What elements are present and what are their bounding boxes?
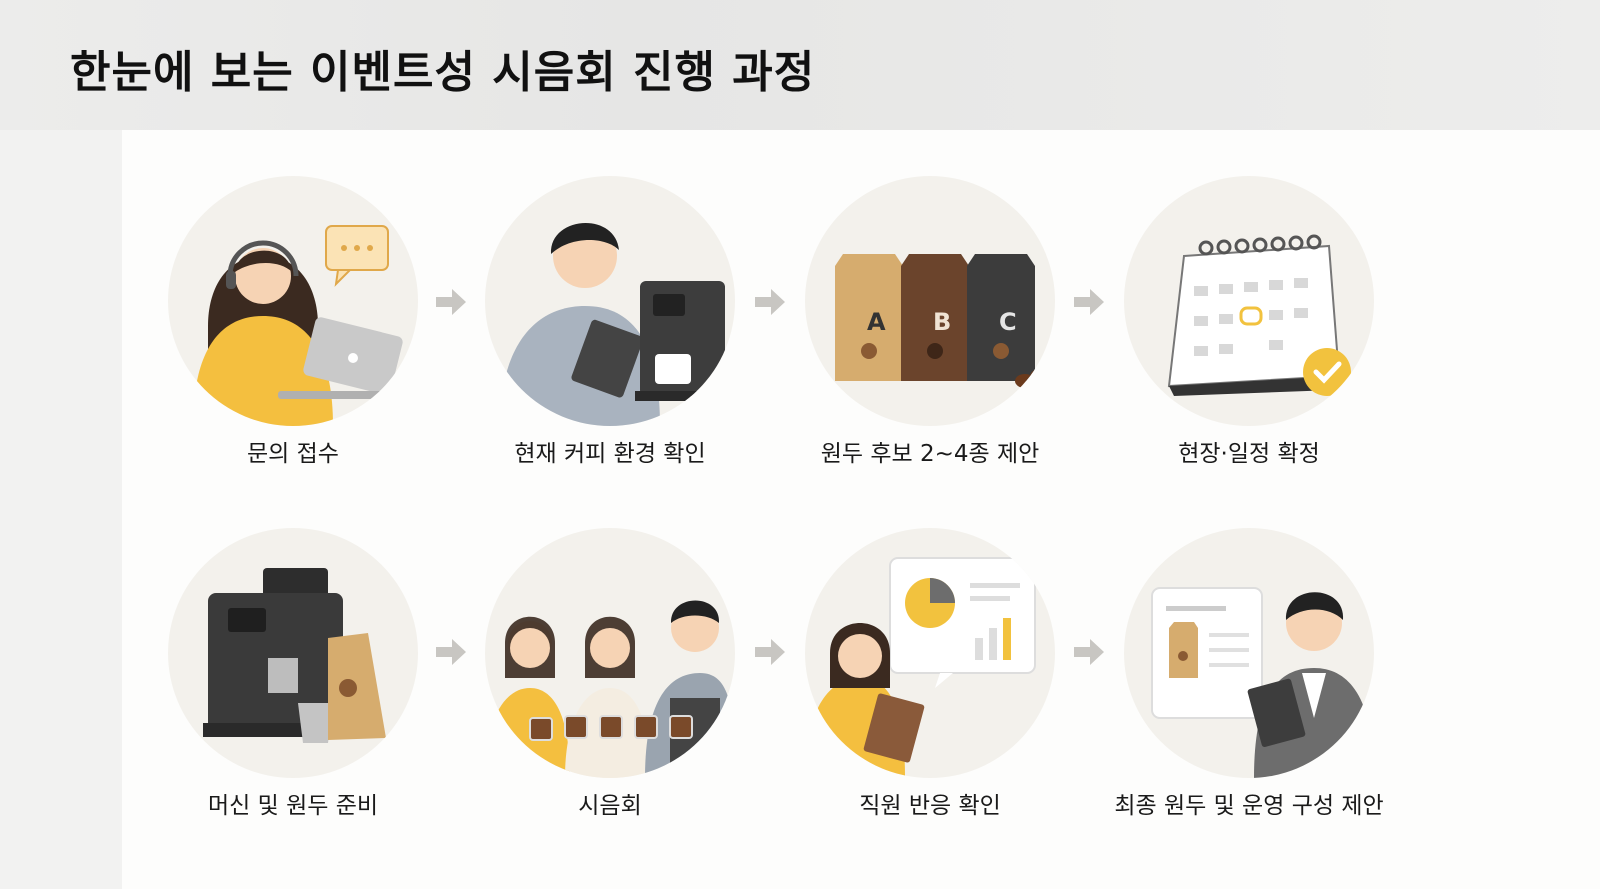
bag-label-b: B bbox=[933, 308, 952, 336]
step-schedule-confirm: 현장·일정 확정 bbox=[1119, 176, 1379, 496]
step-label: 최종 원두 및 운영 구성 제안 bbox=[1114, 793, 1384, 819]
page-title: 한눈에 보는 이벤트성 시음회 진행 과정 bbox=[70, 47, 816, 98]
step-inquiry: 문의 접수 bbox=[163, 176, 423, 496]
final-proposal-icon bbox=[1124, 528, 1374, 778]
arrow-right-icon bbox=[1072, 287, 1106, 317]
arrow-right-icon bbox=[753, 287, 787, 317]
step-machine-prep: 머신 및 원두 준비 bbox=[163, 528, 423, 848]
bag-label-a: A bbox=[867, 308, 886, 336]
step-bean-proposal: A B C 원두 후보 2~4종 제안 bbox=[800, 176, 1060, 496]
arrow-right-icon bbox=[753, 637, 787, 667]
step-tasting: 시음회 bbox=[480, 528, 740, 848]
step-label: 시음회 bbox=[578, 793, 642, 819]
step-environment-check: 현재 커피 환경 확인 bbox=[480, 176, 740, 496]
step-label: 현장·일정 확정 bbox=[1178, 441, 1320, 467]
header-band: 한눈에 보는 이벤트성 시음회 진행 과정 bbox=[0, 0, 1600, 130]
arrow-right-icon bbox=[434, 637, 468, 667]
bean-bags-icon: A B C bbox=[805, 176, 1055, 426]
feedback-chart-icon bbox=[805, 528, 1055, 778]
step-label: 문의 접수 bbox=[247, 441, 339, 467]
step-label: 현재 커피 환경 확인 bbox=[514, 441, 706, 467]
step-label: 직원 반응 확인 bbox=[859, 793, 1001, 819]
machine-prep-icon bbox=[168, 528, 418, 778]
step-label: 머신 및 원두 준비 bbox=[207, 793, 379, 819]
arrow-right-icon bbox=[434, 287, 468, 317]
step-feedback: 직원 반응 확인 bbox=[800, 528, 1060, 848]
customer-inquiry-icon bbox=[168, 176, 418, 426]
bag-label-c: C bbox=[999, 308, 1017, 336]
step-final-proposal: 최종 원두 및 운영 구성 제안 bbox=[1114, 528, 1384, 848]
calendar-check-icon bbox=[1124, 176, 1374, 426]
arrow-right-icon bbox=[1072, 637, 1106, 667]
tasting-icon bbox=[485, 528, 735, 778]
environment-check-icon bbox=[485, 176, 735, 426]
step-label: 원두 후보 2~4종 제안 bbox=[820, 441, 1040, 467]
